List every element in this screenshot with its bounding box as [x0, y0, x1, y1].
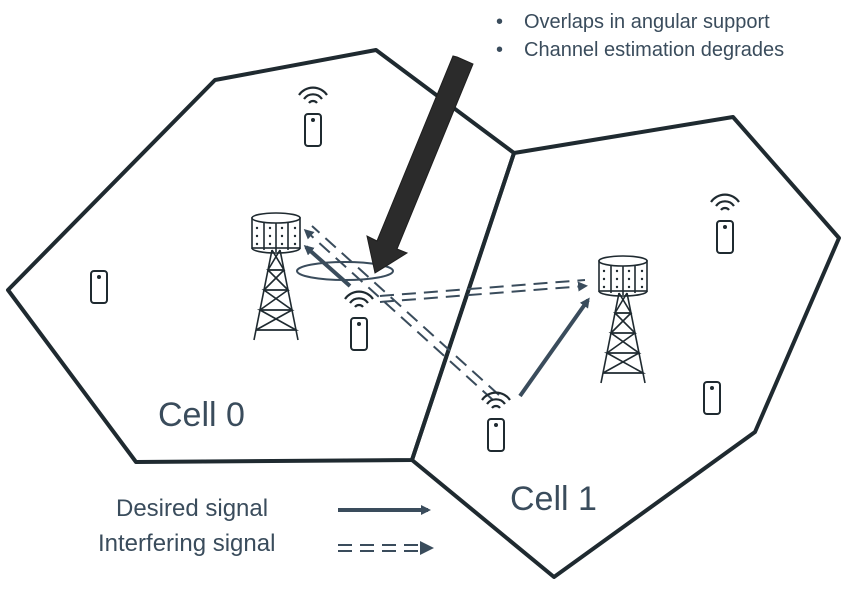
- mobile-phone-icon-top-cell1: [709, 193, 741, 254]
- interfering-signal-arrow-to-cell0-tower: [303, 225, 500, 401]
- legend-interfering-label: Interfering signal: [98, 530, 276, 557]
- legend-interfering-line: [338, 544, 420, 552]
- desired-signal-arrow-cell1: [518, 297, 590, 398]
- cell-tower-icon-cell0: [251, 212, 301, 341]
- desired-signal-arrow-cell0: [303, 245, 352, 288]
- annotation-bullets: Overlaps in angular support Channel esti…: [496, 8, 784, 64]
- annotation-bullet-2: Channel estimation degrades: [496, 36, 784, 64]
- cell-1-boundary: [410, 115, 841, 579]
- cell-tower-icon-cell1: [598, 255, 648, 384]
- legend-desired-label: Desired signal: [116, 495, 269, 522]
- legend-interfering-arrowhead: [420, 541, 434, 555]
- mobile-phone-icon-near-tower-cell0: [343, 290, 375, 351]
- mobile-phone-icon-edge-cell1: [480, 391, 512, 452]
- annotation-pointer-arrow: [366, 55, 474, 274]
- cell-0-label: Cell 0: [158, 396, 245, 434]
- annotation-bullet-1: Overlaps in angular support: [496, 8, 784, 36]
- mobile-phone-icon-left-cell0: [90, 270, 108, 304]
- interfering-signal-arrow-to-cell1-tower: [379, 279, 588, 303]
- cell-1-label: Cell 1: [510, 480, 597, 518]
- mobile-phone-icon-top-cell0: [297, 86, 329, 147]
- mobile-phone-icon-right-cell1: [703, 381, 721, 415]
